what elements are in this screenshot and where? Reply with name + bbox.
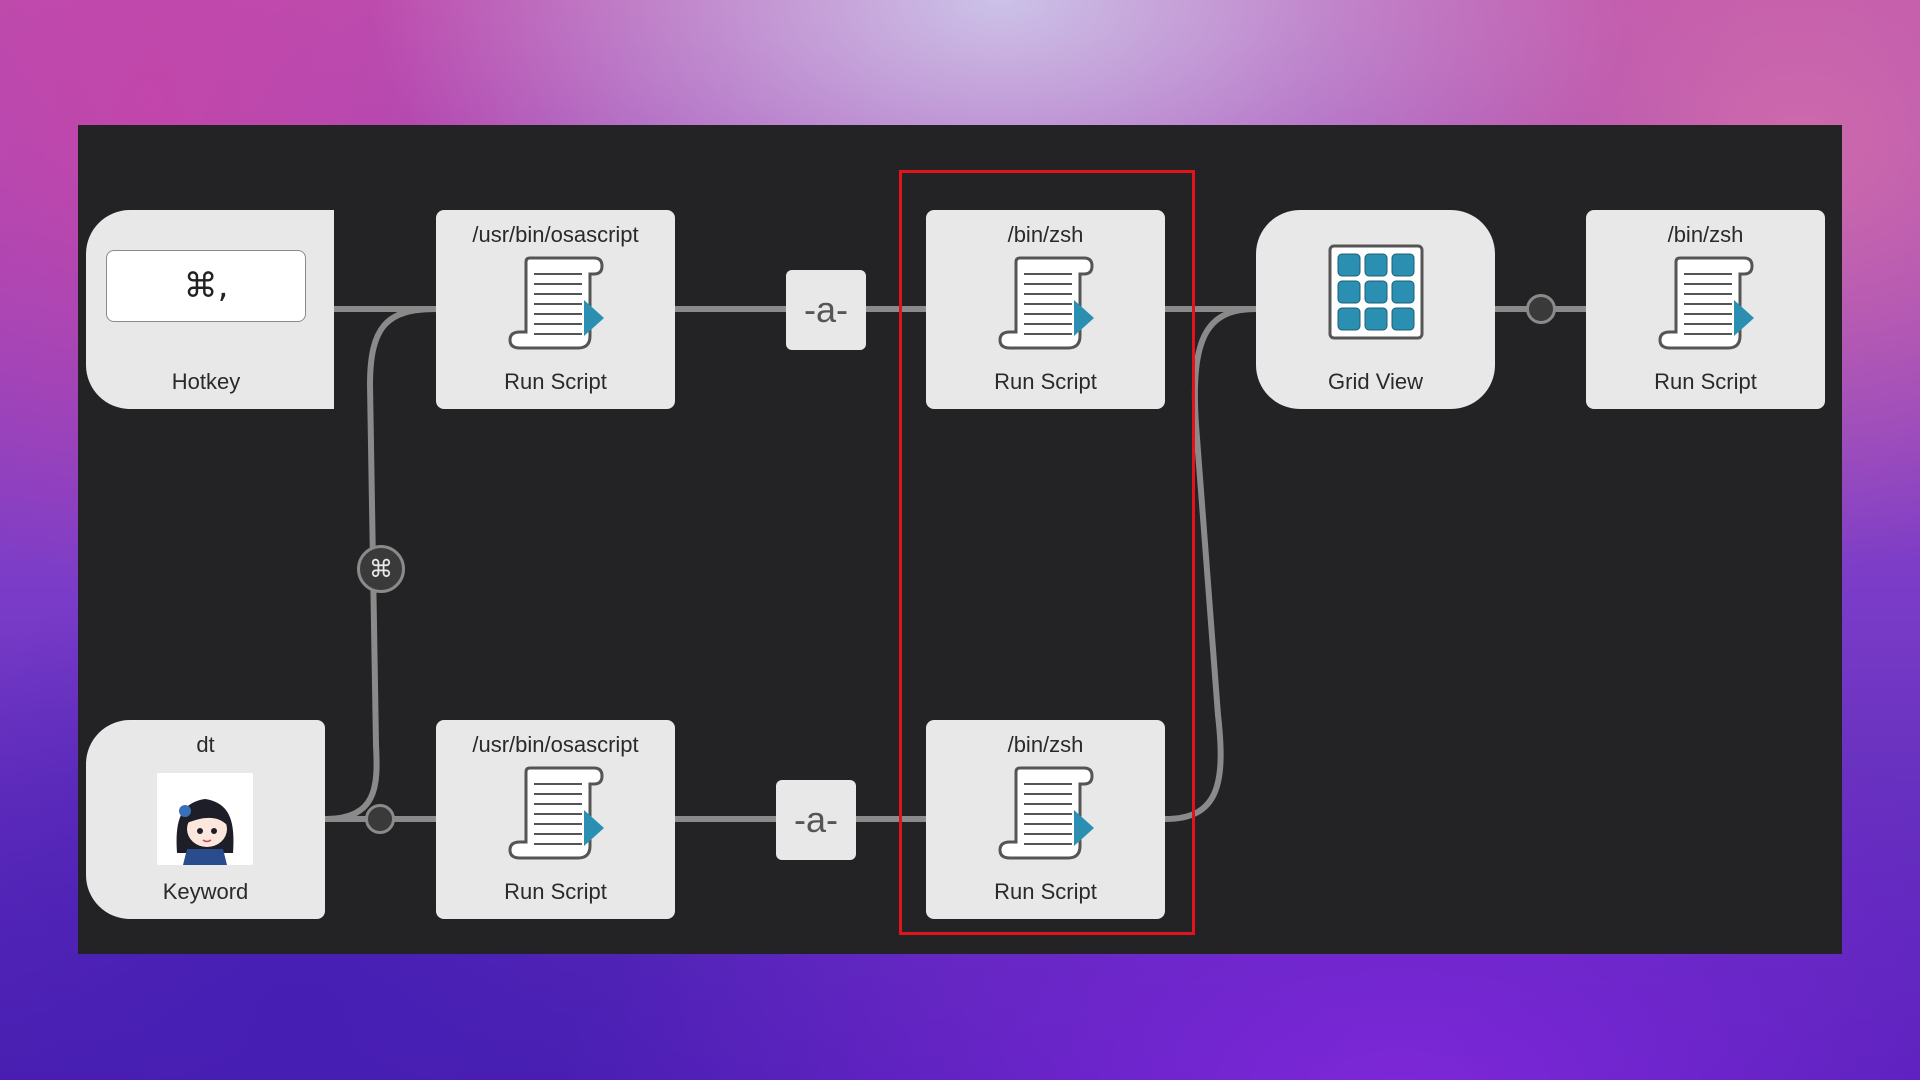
script-document-icon — [506, 764, 606, 867]
hotkey-shortcut-field: ⌘, — [106, 250, 306, 322]
script-document-icon — [506, 254, 606, 357]
run-script-node-osascript-top[interactable]: /usr/bin/osascript Run Script — [436, 210, 675, 409]
keyword-input-node[interactable]: dt Keyword — [86, 720, 325, 919]
connection-condition-circle[interactable] — [365, 804, 395, 834]
run-script-node-zsh-right[interactable]: /bin/zsh Run Script — [1586, 210, 1825, 409]
script-path: /bin/zsh — [1667, 222, 1744, 247]
arg-filter-node-top[interactable]: -a- — [786, 270, 866, 350]
grid-view-node[interactable]: Grid View — [1256, 210, 1495, 409]
wire-script3-grid — [1162, 306, 1259, 822]
run-script-node-zsh-top[interactable]: /bin/zsh Run Script — [926, 210, 1165, 409]
arg-filter-node-bottom[interactable]: -a- — [776, 780, 856, 860]
script-label: Run Script — [504, 369, 607, 394]
script-path: /bin/zsh — [1007, 732, 1084, 757]
highlight-annotation-box — [899, 170, 1195, 935]
script-document-icon — [1656, 254, 1756, 357]
keyword-text: dt — [196, 732, 215, 757]
connection-condition-circle[interactable] — [1526, 294, 1556, 324]
script-document-icon — [996, 764, 1096, 867]
grid-view-label: Grid View — [1328, 369, 1423, 394]
keyword-label: Keyword — [162, 879, 249, 904]
script-path: /usr/bin/osascript — [472, 222, 639, 247]
script-label: Run Script — [994, 369, 1097, 394]
connection-wires — [322, 306, 1589, 822]
script-path: /bin/zsh — [1007, 222, 1084, 247]
script-path: /usr/bin/osascript — [472, 732, 639, 757]
hotkey-arrow-shape — [304, 210, 334, 408]
workflow-canvas[interactable]: ⌘, Hotkey dt Keyword /usr/bin/osascript — [78, 125, 1842, 954]
command-modifier-badge[interactable]: ⌘ — [357, 545, 405, 593]
script-label: Run Script — [1654, 369, 1757, 394]
hotkey-label: Hotkey — [171, 369, 241, 394]
script-document-icon — [996, 254, 1096, 357]
hotkey-trigger-node[interactable]: ⌘, Hotkey — [86, 210, 334, 409]
script-label: Run Script — [994, 879, 1097, 904]
grid-view-icon — [1328, 244, 1424, 345]
script-label: Run Script — [504, 879, 607, 904]
keyword-avatar-icon — [157, 773, 253, 865]
run-script-node-zsh-bottom[interactable]: /bin/zsh Run Script — [926, 720, 1165, 919]
run-script-node-osascript-bottom[interactable]: /usr/bin/osascript Run Script — [436, 720, 675, 919]
